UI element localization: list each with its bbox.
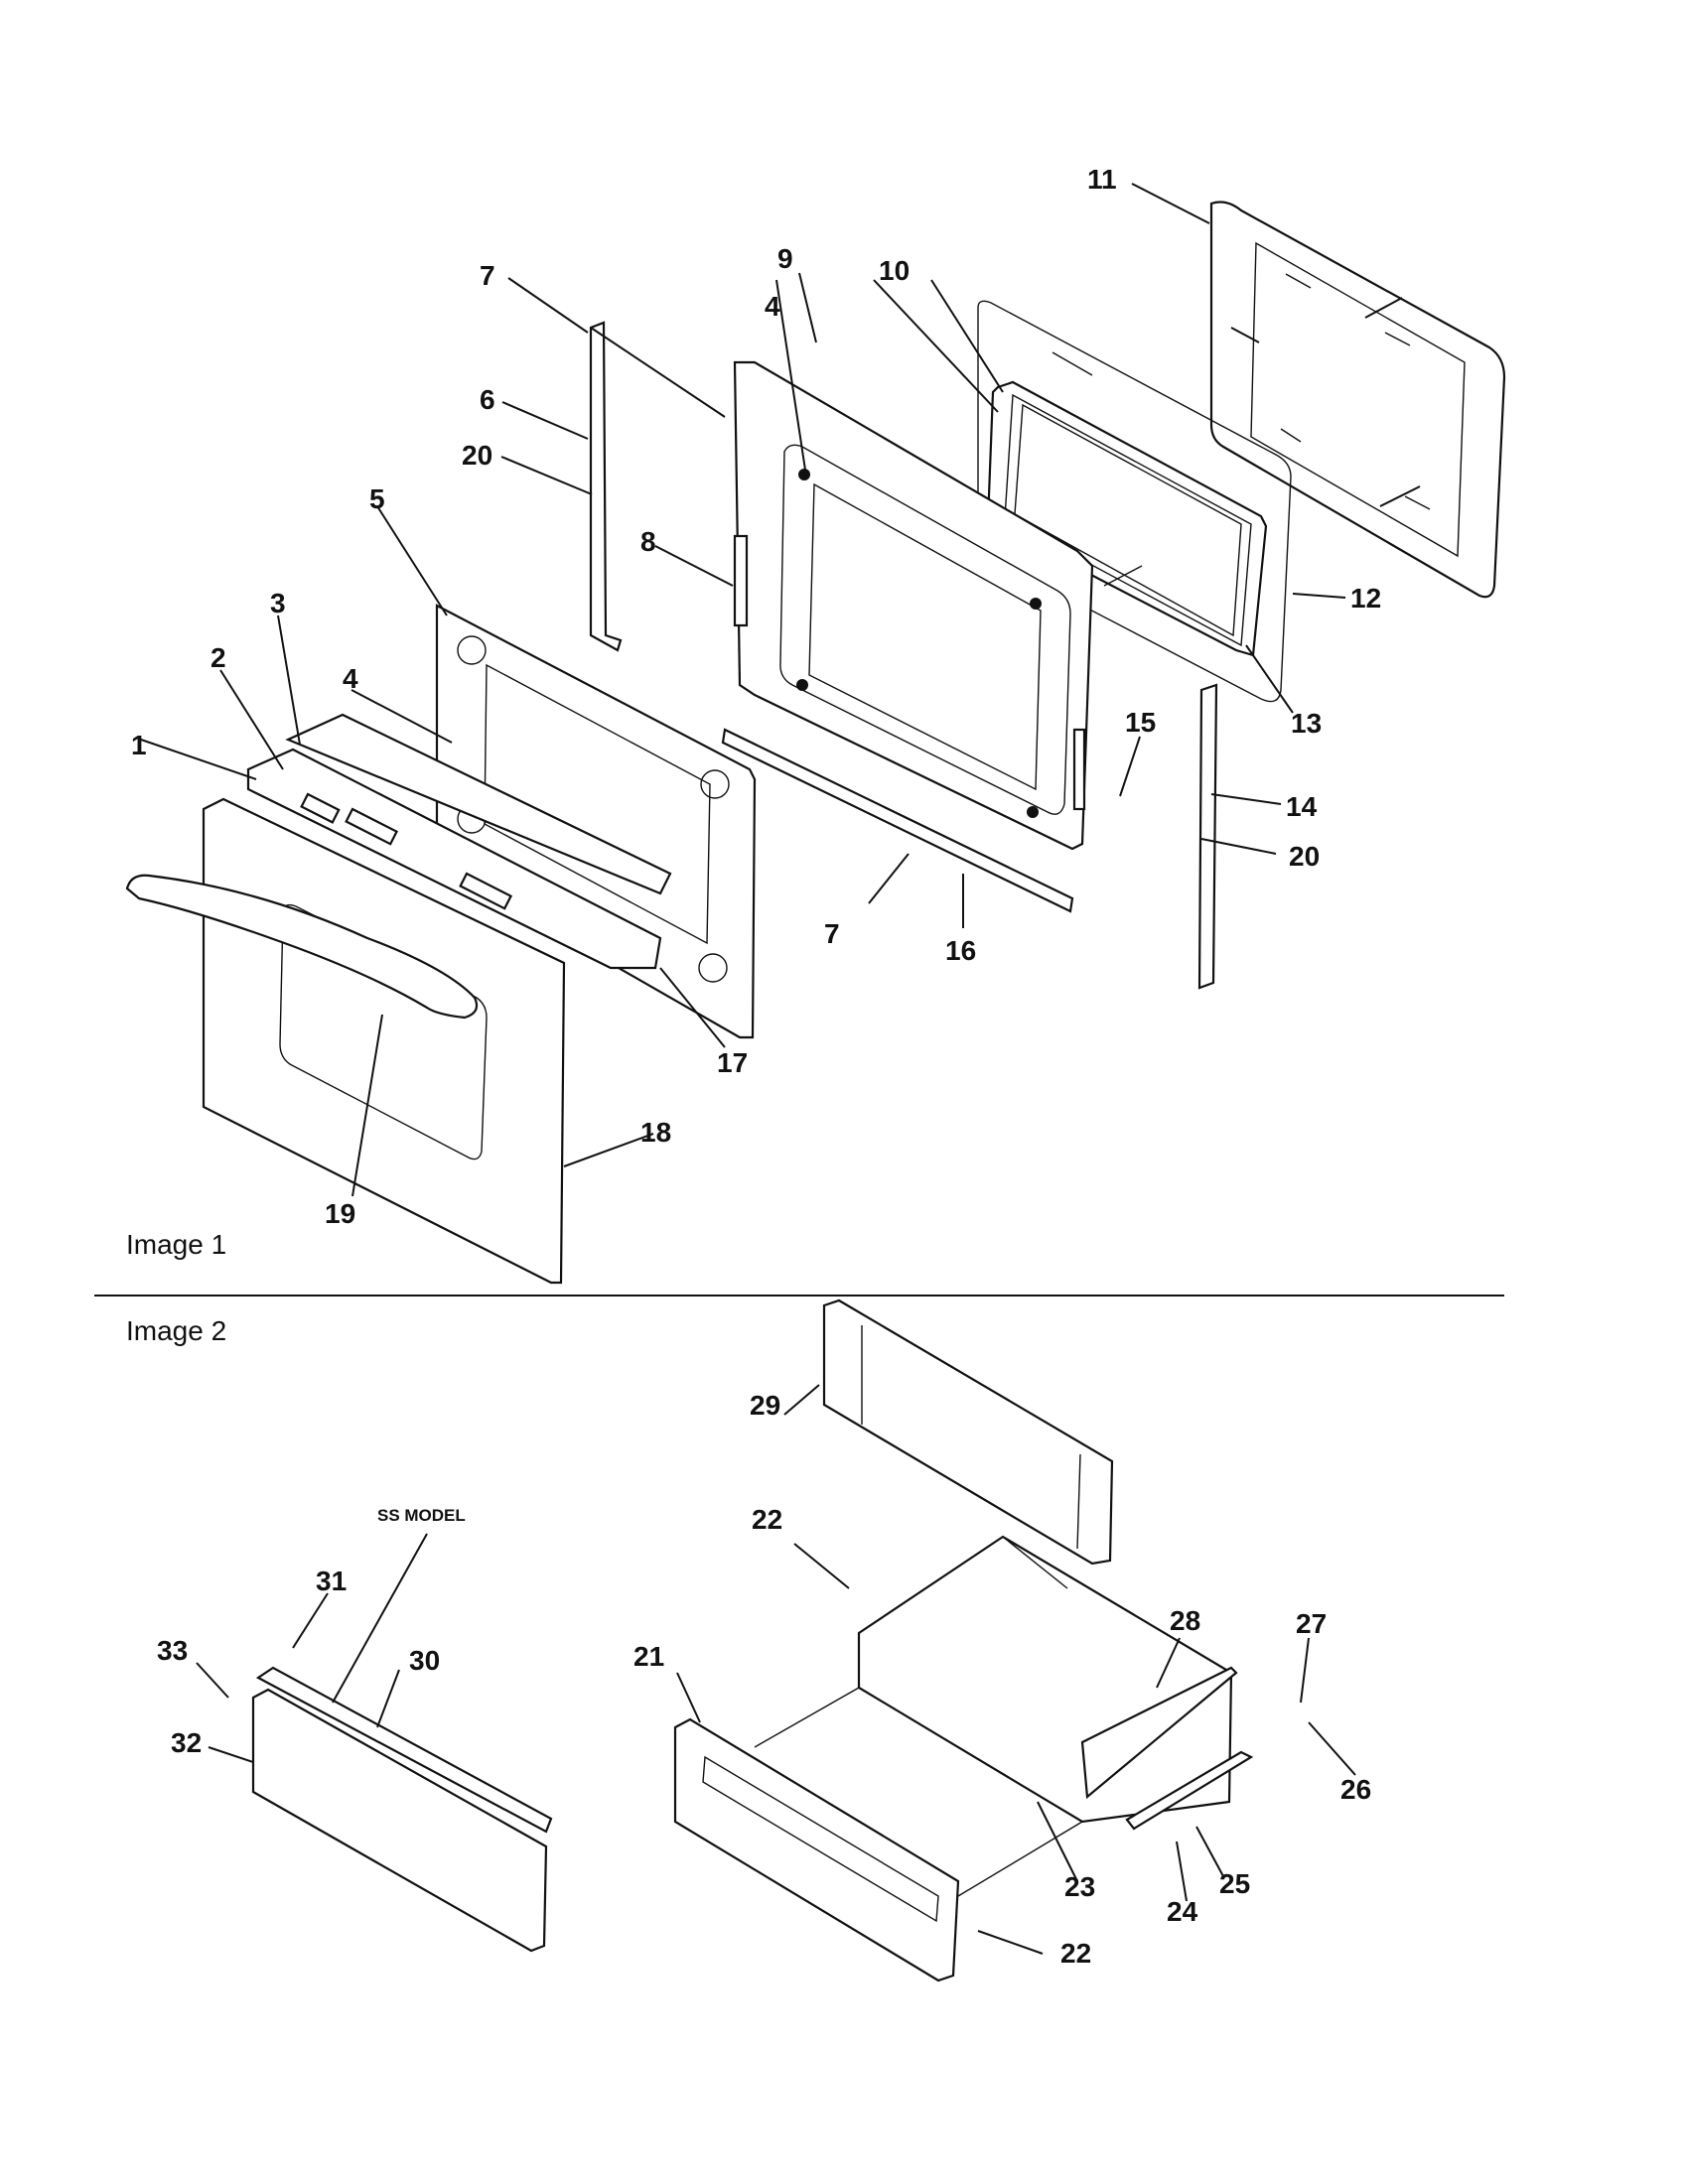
part-19-handle — [125, 874, 479, 1020]
part-16-vent-strip — [721, 728, 1074, 913]
callout-24: 24 — [1167, 1896, 1198, 1927]
callout-22b: 22 — [1060, 1938, 1091, 1969]
callout-6: 6 — [480, 384, 495, 415]
part-6-side-bracket — [589, 321, 623, 652]
part-21-drawer-front — [673, 1717, 960, 1982]
callout-3: 3 — [270, 588, 286, 618]
callout-1: 1 — [131, 730, 147, 760]
callout-29: 29 — [750, 1390, 780, 1421]
callout-20b: 20 — [1289, 841, 1320, 872]
image1-caption: Image 1 — [126, 1229, 226, 1260]
callout-7a: 7 — [480, 260, 495, 291]
callout-7b: 7 — [824, 918, 840, 949]
image1-leaders — [140, 183, 1346, 1197]
callout-4a: 4 — [343, 663, 358, 694]
callout-14: 14 — [1286, 791, 1318, 822]
image1-callouts: 1 2 3 4 4 5 6 7 7 8 9 10 11 12 13 14 15 … — [126, 164, 1381, 1260]
callout-13: 13 — [1291, 708, 1322, 739]
image2-caption: Image 2 — [126, 1315, 226, 1346]
callout-30: 30 — [409, 1645, 440, 1676]
callout-21: 21 — [633, 1641, 664, 1672]
part-9-inner-liner — [733, 360, 1094, 851]
callout-31: 31 — [316, 1566, 347, 1596]
part-25-slide-rail — [1125, 1750, 1254, 1831]
callout-16: 16 — [945, 935, 976, 966]
callout-9: 9 — [777, 243, 793, 274]
callout-25: 25 — [1219, 1868, 1250, 1899]
image2-leaders — [196, 1384, 1356, 1955]
callout-10: 10 — [879, 255, 910, 286]
part-1-3-trim — [246, 713, 672, 970]
callout-28: 28 — [1170, 1605, 1200, 1636]
part-29-back-panel — [822, 1298, 1114, 1566]
callout-23: 23 — [1064, 1871, 1095, 1902]
callout-32: 32 — [171, 1727, 202, 1758]
callout-19: 19 — [325, 1198, 355, 1229]
callout-15: 15 — [1125, 707, 1156, 738]
callout-12: 12 — [1350, 583, 1381, 614]
callout-20a: 20 — [462, 440, 492, 471]
callout-18: 18 — [640, 1117, 671, 1148]
callout-11: 11 — [1087, 164, 1117, 195]
ss-model-label: SS MODEL — [377, 1506, 466, 1525]
part-11-frame — [1209, 201, 1506, 599]
part-32-front-panel — [251, 1688, 548, 1953]
image2-drawing — [196, 1298, 1356, 1982]
image2-callouts: Image 2 SS MODEL 21 22 22 23 24 25 26 27… — [126, 1315, 1371, 1969]
callout-8: 8 — [640, 526, 656, 557]
callout-17: 17 — [717, 1047, 748, 1078]
callout-5: 5 — [369, 483, 385, 514]
part-30-trim-strip — [255, 1666, 553, 1834]
part-23-28-drawer-body — [754, 1535, 1238, 1897]
part-14-side-bracket — [1197, 683, 1218, 990]
image1-drawing — [125, 183, 1506, 1285]
callout-33: 33 — [157, 1635, 188, 1666]
callout-26: 26 — [1340, 1774, 1371, 1805]
callout-22a: 22 — [752, 1504, 782, 1535]
callout-2: 2 — [210, 642, 226, 673]
callout-27: 27 — [1296, 1608, 1327, 1639]
callout-4b: 4 — [765, 291, 780, 322]
